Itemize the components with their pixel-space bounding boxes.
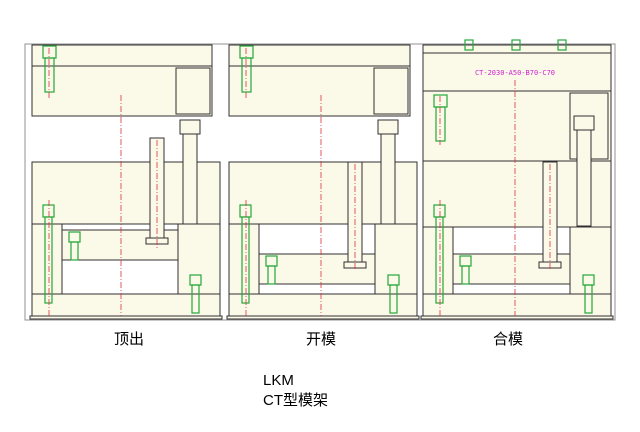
panel-mold-closed — [420, 44, 614, 320]
brand-title: LKM — [263, 372, 294, 389]
mold-base-drawing: CT-2030-A50-B70-C70 — [24, 39, 616, 321]
panel-mold-open-centerlines — [245, 48, 356, 316]
panel-mold-open — [226, 44, 420, 320]
panel-ejecting-centerlines — [48, 48, 158, 316]
panel-ejecting — [29, 44, 223, 320]
drawing-frame — [24, 43, 616, 321]
part-code-label: CT-2030-A50-B70-C70 — [475, 69, 555, 77]
panel-mold-closed-centerlines — [439, 80, 551, 316]
caption-mold-open: 开模 — [305, 330, 337, 348]
mold-type-subtitle: CT型模架 — [263, 392, 328, 409]
panel-mold-open-bolts — [239, 45, 400, 314]
caption-mold-closed: 合模 — [492, 330, 524, 348]
panel-mold-closed-bolts — [433, 39, 595, 314]
panel-ejecting-bolts — [42, 45, 202, 314]
caption-ejecting: 顶出 — [113, 330, 145, 348]
